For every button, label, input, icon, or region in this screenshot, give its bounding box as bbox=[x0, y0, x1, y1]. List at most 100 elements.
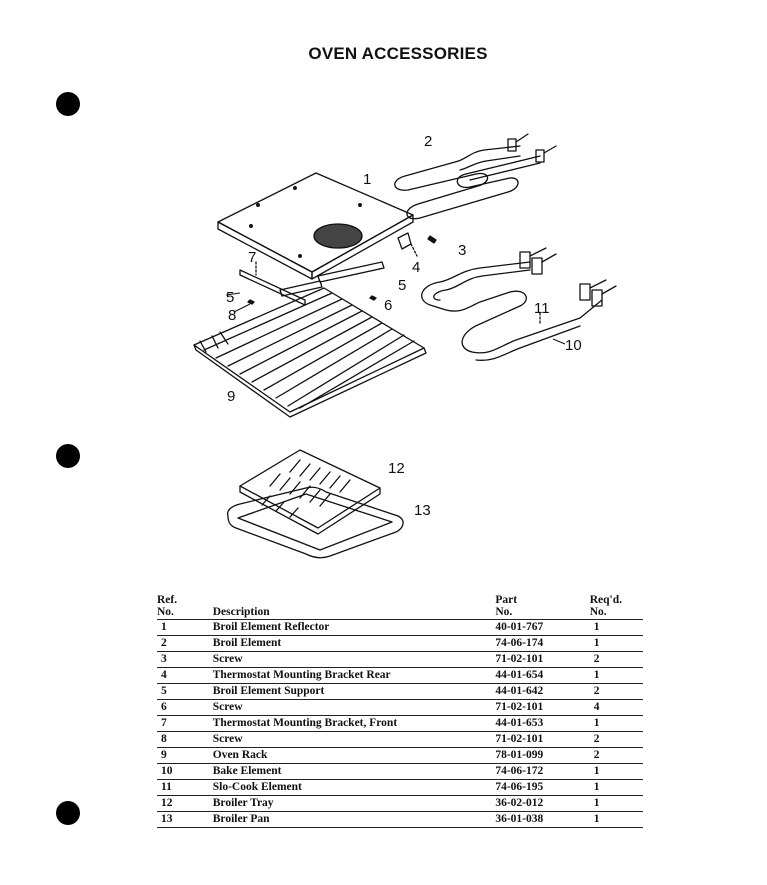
description-cell: Broil Element Support bbox=[212, 683, 496, 700]
description-cell: Broiler Tray bbox=[212, 795, 496, 812]
header-description-text: Description bbox=[212, 606, 270, 618]
ref-no-cell: 5 bbox=[157, 683, 213, 700]
header-description: Description bbox=[212, 594, 496, 620]
description-cell: Thermostat Mounting Bracket, Front bbox=[212, 715, 496, 732]
table-row: 1 Broil Element Reflector 40-01-767 1 bbox=[157, 619, 643, 636]
broiler-tray-drawing bbox=[239, 449, 381, 535]
header-part-line2: No. bbox=[495, 606, 513, 618]
diagram-callouts: 1 2 3 4 5 5 6 7 8 9 10 11 12 13 bbox=[226, 133, 582, 519]
description-cell: Screw bbox=[212, 651, 496, 668]
callout-6: 6 bbox=[384, 297, 392, 314]
callout-3: 3 bbox=[458, 242, 466, 259]
callout-8: 8 bbox=[228, 307, 236, 324]
punch-hole-bottom bbox=[56, 801, 80, 825]
description-cell: Screw bbox=[212, 731, 496, 748]
table-row: 7 Thermostat Mounting Bracket, Front 44-… bbox=[157, 715, 643, 732]
part-no-cell: 44-01-642 bbox=[495, 683, 590, 700]
qty-cell: 1 bbox=[589, 635, 643, 652]
description-cell: Oven Rack bbox=[212, 747, 496, 764]
qty-cell: 1 bbox=[589, 779, 643, 796]
qty-cell: 2 bbox=[589, 651, 643, 668]
ref-no-cell: 8 bbox=[157, 731, 213, 748]
qty-cell: 2 bbox=[589, 731, 643, 748]
description-cell: Broil Element Reflector bbox=[212, 619, 496, 636]
part-no-cell: 71-02-101 bbox=[495, 651, 590, 668]
ref-no-cell: 10 bbox=[157, 763, 213, 780]
table-row: 12 Broiler Tray 36-02-012 1 bbox=[157, 795, 643, 812]
oven-rack-drawing bbox=[193, 287, 427, 418]
callout-12: 12 bbox=[388, 460, 405, 477]
ref-no-cell: 9 bbox=[157, 747, 213, 764]
qty-cell: 1 bbox=[589, 667, 643, 684]
callout-7: 7 bbox=[248, 249, 256, 266]
table-row: 3 Screw 71-02-101 2 bbox=[157, 651, 643, 668]
header-ref-no: Ref. No. bbox=[157, 594, 213, 620]
thermostat-bracket-rear-drawing bbox=[397, 232, 437, 257]
table-row: 4 Thermostat Mounting Bracket Rear 44-01… bbox=[157, 667, 643, 684]
ref-no-cell: 7 bbox=[157, 715, 213, 732]
header-ref-line2: No. bbox=[157, 606, 174, 618]
ref-no-cell: 3 bbox=[157, 651, 213, 668]
part-no-cell: 74-06-195 bbox=[495, 779, 590, 796]
header-qty-line2: No. bbox=[589, 606, 607, 618]
callout-2: 2 bbox=[424, 133, 432, 150]
part-no-cell: 36-01-038 bbox=[495, 811, 590, 828]
header-ref-line1: Ref. bbox=[157, 594, 178, 606]
ref-no-cell: 4 bbox=[157, 667, 213, 684]
ref-no-cell: 11 bbox=[157, 779, 213, 796]
broil-element-support-drawing bbox=[239, 261, 385, 306]
table-row: 8 Screw 71-02-101 2 bbox=[157, 731, 643, 748]
table-row: 9 Oven Rack 78-01-099 2 bbox=[157, 747, 643, 764]
bake-element-drawing bbox=[421, 247, 617, 361]
callout-10: 10 bbox=[565, 337, 582, 354]
qty-cell: 2 bbox=[589, 747, 643, 764]
table-row: 6 Screw 71-02-101 4 bbox=[157, 699, 643, 716]
parts-table: Ref. No. Description Part No. Req'd. No.… bbox=[157, 594, 643, 828]
table-row: 11 Slo-Cook Element 74-06-195 1 bbox=[157, 779, 643, 796]
qty-cell: 1 bbox=[589, 811, 643, 828]
ref-no-cell: 1 bbox=[157, 619, 213, 636]
description-cell: Screw bbox=[212, 699, 496, 716]
page-title: OVEN ACCESSORIES bbox=[308, 44, 488, 63]
broiler-pan-drawing bbox=[226, 486, 404, 559]
callout-1: 1 bbox=[363, 171, 371, 188]
part-no-cell: 71-02-101 bbox=[495, 699, 590, 716]
part-no-cell: 36-02-012 bbox=[495, 795, 590, 812]
callout-9: 9 bbox=[227, 388, 235, 405]
table-row: 2 Broil Element 74-06-174 1 bbox=[157, 635, 643, 652]
callout-4: 4 bbox=[412, 259, 420, 276]
callout-13: 13 bbox=[414, 502, 431, 519]
description-cell: Broil Element bbox=[212, 635, 496, 652]
qty-cell: 4 bbox=[589, 699, 643, 716]
broil-element-drawing bbox=[394, 133, 557, 220]
ref-no-cell: 6 bbox=[157, 699, 213, 716]
part-no-cell: 71-02-101 bbox=[495, 731, 590, 748]
ref-no-cell: 2 bbox=[157, 635, 213, 652]
punch-hole-middle bbox=[56, 444, 80, 468]
callout-5-right: 5 bbox=[398, 277, 406, 294]
broil-element-reflector-drawing bbox=[217, 172, 414, 280]
callout-5-left: 5 bbox=[226, 289, 234, 306]
table-row: 10 Bake Element 74-06-172 1 bbox=[157, 763, 643, 780]
description-cell: Bake Element bbox=[212, 763, 496, 780]
header-part-no: Part No. bbox=[495, 594, 590, 620]
qty-cell: 1 bbox=[589, 619, 643, 636]
part-no-cell: 78-01-099 bbox=[495, 747, 590, 764]
parts-table-header: Ref. No. Description Part No. Req'd. No. bbox=[157, 594, 643, 620]
part-no-cell: 44-01-653 bbox=[495, 715, 590, 732]
punch-hole-top bbox=[56, 92, 80, 116]
qty-cell: 1 bbox=[589, 763, 643, 780]
description-cell: Slo-Cook Element bbox=[212, 779, 496, 796]
callout-11: 11 bbox=[534, 300, 550, 317]
ref-no-cell: 13 bbox=[157, 811, 213, 828]
qty-cell: 1 bbox=[589, 715, 643, 732]
header-qty-line1: Req'd. bbox=[589, 594, 622, 606]
qty-cell: 1 bbox=[589, 795, 643, 812]
part-no-cell: 44-01-654 bbox=[495, 667, 590, 684]
part-no-cell: 74-06-172 bbox=[495, 763, 590, 780]
header-part-line1: Part bbox=[495, 594, 518, 606]
qty-cell: 2 bbox=[589, 683, 643, 700]
ref-no-cell: 12 bbox=[157, 795, 213, 812]
part-no-cell: 40-01-767 bbox=[495, 619, 590, 636]
